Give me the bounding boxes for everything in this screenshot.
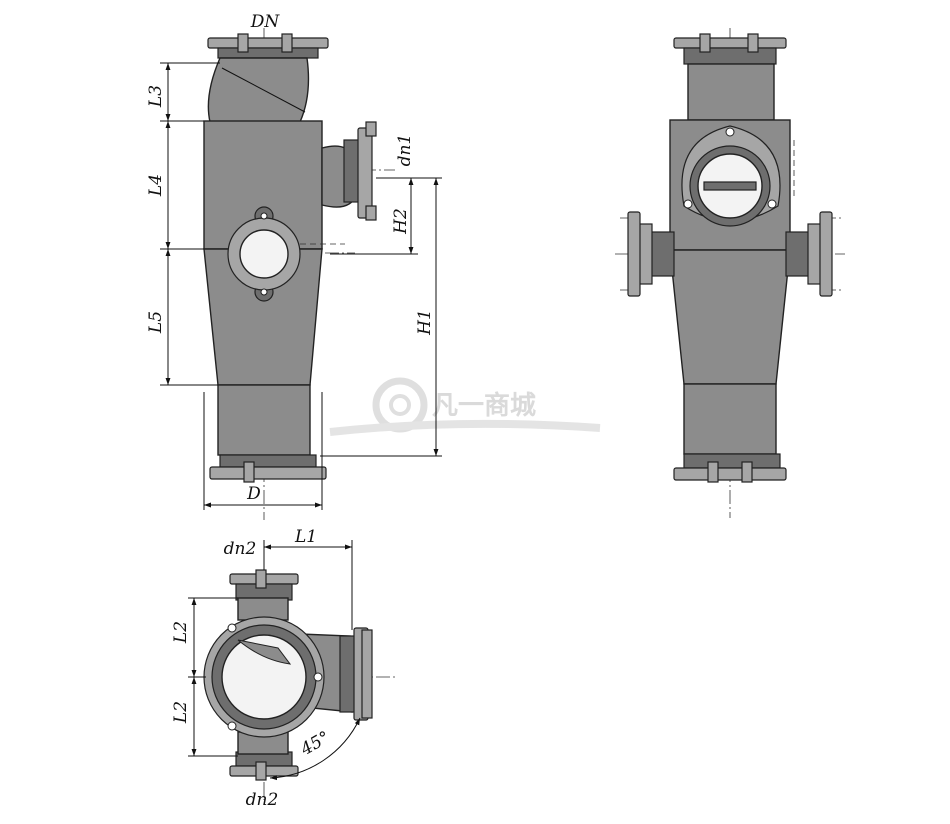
- side-neck: [687, 63, 775, 121]
- label-l4: L4: [146, 174, 166, 197]
- label-dn2-bottom: dn2: [246, 790, 279, 810]
- side-top-flange: [673, 33, 787, 65]
- front-side-branch: [321, 121, 377, 221]
- label-dn1: dn1: [395, 134, 415, 167]
- side-conical-body: [669, 249, 791, 385]
- label-l2-lower: L2: [171, 701, 191, 724]
- top-main-ring: [203, 616, 325, 738]
- side-view: [615, 28, 845, 518]
- label-angle: 45°: [297, 727, 334, 760]
- side-left-branch: [627, 211, 675, 297]
- front-top-flange: [207, 33, 329, 59]
- watermark: 凡一商城: [329, 377, 601, 436]
- label-d: D: [246, 484, 261, 504]
- front-round-port: [227, 206, 301, 302]
- front-view: L3 L4 L5 DN dn1 H2 H1 D: [146, 12, 442, 520]
- side-triangular-port: [681, 125, 781, 227]
- label-l5: L5: [146, 311, 166, 334]
- label-dn: DN: [250, 12, 281, 32]
- front-lower-body: [217, 384, 311, 456]
- label-l1: L1: [294, 527, 317, 547]
- top-upper-flange: [229, 569, 299, 601]
- label-h1: H1: [415, 309, 435, 336]
- label-dn2-top: dn2: [224, 539, 257, 559]
- side-lower-body: [683, 383, 777, 455]
- top-view: L1 L2 L2 45° dn2 dn2: [171, 527, 395, 810]
- label-l3: L3: [146, 85, 166, 108]
- side-right-branch: [785, 211, 833, 297]
- front-bottom-flange: [209, 454, 327, 483]
- label-l2-upper: L2: [171, 621, 191, 644]
- watermark-text: 凡一商城: [432, 390, 536, 421]
- front-elbow-neck: [207, 57, 310, 123]
- label-h2: H2: [391, 208, 411, 235]
- side-bottom-flange: [673, 453, 787, 483]
